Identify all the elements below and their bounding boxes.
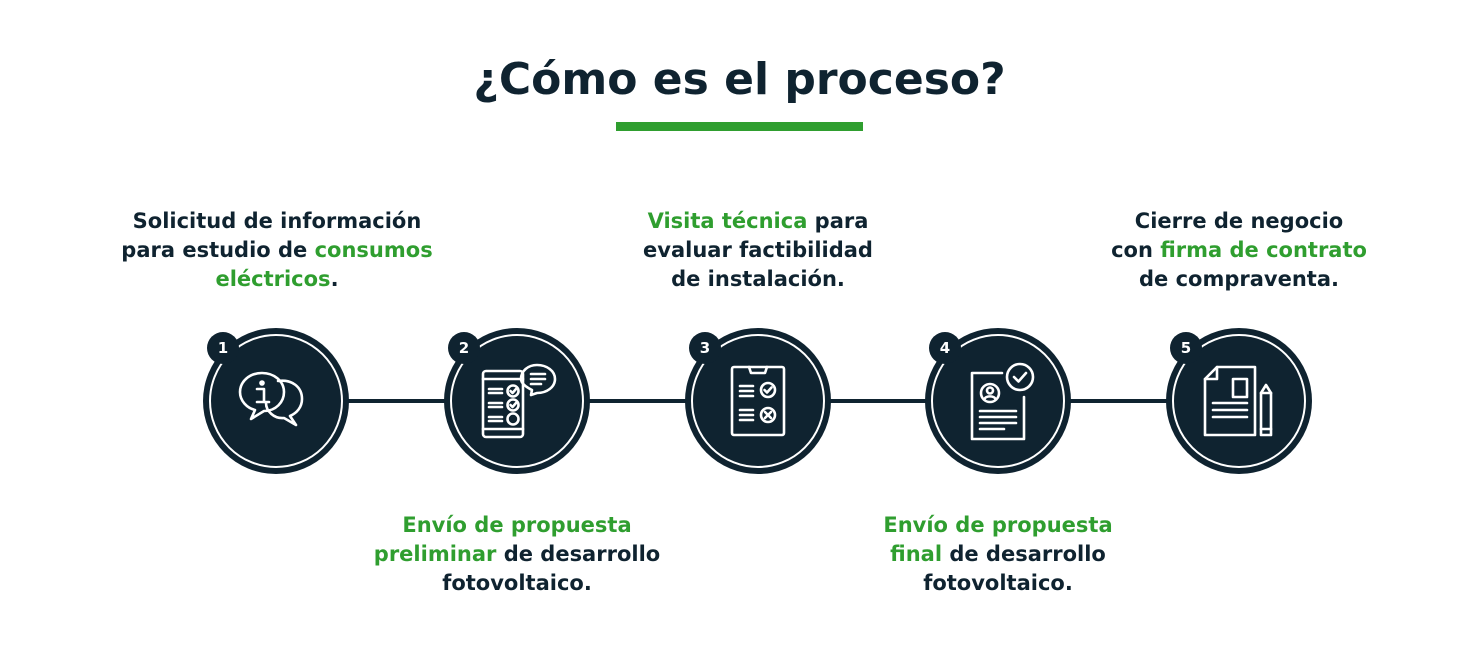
step-2-badge: 2 — [448, 332, 480, 364]
step-5-badge: 5 — [1170, 332, 1202, 364]
step-3-text-line: de instalación. — [568, 265, 948, 294]
step-1-text-line: eléctricos. — [87, 265, 467, 294]
clipboard-check-icon — [730, 365, 786, 437]
step-3-badge: 3 — [689, 332, 721, 364]
step-1-description: Solicitud de información para estudio de … — [87, 207, 467, 294]
text-segment: de desarrollo — [496, 542, 661, 566]
step-2-text-line: Envío de propuesta — [327, 511, 707, 540]
step-5-circle: 5 — [1166, 328, 1312, 474]
contract-pencil-icon — [1203, 365, 1273, 437]
text-segment: evaluar factibilidad — [643, 238, 873, 262]
text-segment: fotovoltaico. — [923, 571, 1073, 595]
text-segment: para estudio de — [121, 238, 315, 262]
text-segment: para — [807, 209, 869, 233]
checklist-phone-chat-icon — [481, 363, 557, 439]
text-segment: de compraventa. — [1139, 267, 1339, 291]
highlighted-text: consumos — [314, 238, 433, 262]
title-underline — [616, 122, 863, 131]
highlighted-text: final — [890, 542, 943, 566]
text-segment: . — [330, 267, 339, 291]
step-2-text-line: preliminar de desarrollo — [327, 540, 707, 569]
step-3-circle: 3 — [685, 328, 831, 474]
step-2-description: Envío de propuesta preliminar de desarrol… — [327, 511, 707, 598]
step-1-badge: 1 — [207, 332, 239, 364]
highlighted-text: preliminar — [373, 542, 497, 566]
step-4-text-line: fotovoltaico. — [808, 569, 1188, 598]
step-2-circle: 2 — [444, 328, 590, 474]
info-chat-bubbles-icon — [238, 371, 304, 427]
highlighted-text: eléctricos — [215, 267, 331, 291]
text-segment: de desarrollo — [942, 542, 1106, 566]
step-1-text-line: Solicitud de información — [87, 207, 467, 236]
step-1-text-line: para estudio de consumos — [87, 236, 467, 265]
step-5-text-line: con firma de contrato — [1049, 236, 1429, 265]
text-segment: de instalación. — [671, 267, 845, 291]
text-segment: con — [1111, 238, 1161, 262]
highlighted-text: Envío de propuesta — [883, 513, 1113, 537]
step-4-circle: 4 — [925, 328, 1071, 474]
step-4-text-line: Envío de propuesta — [808, 511, 1188, 540]
highlighted-text: Envío de propuesta — [402, 513, 632, 537]
step-1-circle: 1 — [203, 328, 349, 474]
highlighted-text: Visita técnica — [647, 209, 808, 233]
text-segment: Solicitud de información — [132, 209, 422, 233]
approved-profile-document-icon — [970, 362, 1035, 441]
step-5-text-line: Cierre de negocio — [1049, 207, 1429, 236]
text-segment: Cierre de negocio — [1134, 209, 1344, 233]
highlighted-text: firma de contrato — [1160, 238, 1367, 262]
step-3-text-line: Visita técnica para — [568, 207, 948, 236]
step-2-text-line: fotovoltaico. — [327, 569, 707, 598]
page-title: ¿Cómo es el proceso? — [473, 54, 1006, 105]
step-3-text-line: evaluar factibilidad — [568, 236, 948, 265]
step-4-text-line: final de desarrollo — [808, 540, 1188, 569]
text-segment: fotovoltaico. — [442, 571, 592, 595]
step-5-text-line: de compraventa. — [1049, 265, 1429, 294]
step-4-badge: 4 — [929, 332, 961, 364]
